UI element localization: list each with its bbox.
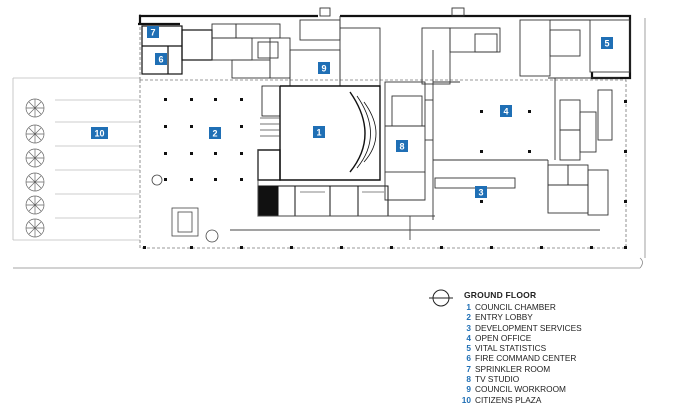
room-badge-3: 3 xyxy=(475,186,487,198)
room-badge-1: 1 xyxy=(313,126,325,138)
room-badge-7: 7 xyxy=(147,26,159,38)
svg-text:2: 2 xyxy=(212,128,217,138)
svg-text:8: 8 xyxy=(399,141,404,151)
south-walls xyxy=(230,150,600,240)
restrooms xyxy=(257,185,389,217)
room-badge-9: 9 xyxy=(318,62,330,74)
room-badge-6: 6 xyxy=(155,53,167,65)
tree-icon xyxy=(25,218,45,238)
citizens-plaza xyxy=(12,77,140,241)
svg-text:5: 5 xyxy=(604,38,609,48)
svg-text:10: 10 xyxy=(94,128,104,138)
columns xyxy=(143,98,627,249)
tree-icon xyxy=(25,195,45,215)
site-edge xyxy=(13,18,646,269)
office-partitions xyxy=(384,50,620,220)
room-badge-8: 8 xyxy=(396,140,408,152)
svg-text:9: 9 xyxy=(321,63,326,73)
legend-title: GROUND FLOOR xyxy=(464,290,537,300)
tree-icon xyxy=(25,124,45,144)
room-badge-10: 10 xyxy=(91,127,108,139)
plaza-trees xyxy=(25,98,45,238)
svg-text:1: 1 xyxy=(316,127,321,137)
room-badge-5: 5 xyxy=(601,37,613,49)
room-badge-4: 4 xyxy=(500,105,512,117)
service-rooms xyxy=(211,7,631,87)
exterior-walls xyxy=(138,14,632,80)
svg-text:3: 3 xyxy=(478,187,483,197)
room-badge-2: 2 xyxy=(209,127,221,139)
tree-icon xyxy=(25,172,45,192)
north-arrow-icon xyxy=(429,289,453,307)
tree-icon xyxy=(25,98,45,118)
chamber-walls xyxy=(257,85,381,181)
svg-text:7: 7 xyxy=(150,27,155,37)
lobby-fixtures xyxy=(151,117,280,243)
svg-text:6: 6 xyxy=(158,54,163,64)
svg-text:4: 4 xyxy=(503,106,508,116)
tree-icon xyxy=(25,148,45,168)
